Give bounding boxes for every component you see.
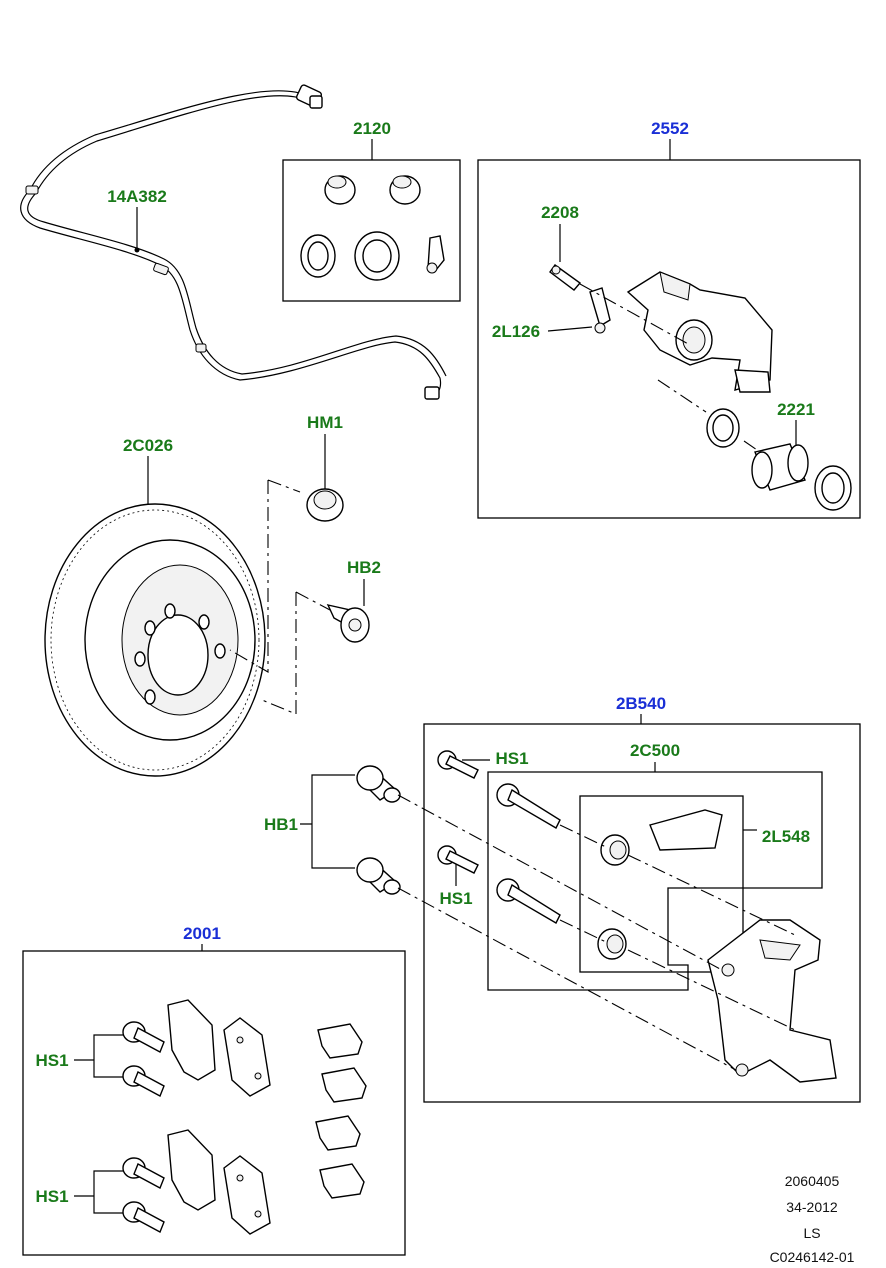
caliper-housing[interactable] (626, 271, 773, 393)
guide-pin-lower[interactable] (496, 878, 561, 924)
pad-bolt-3[interactable] (122, 1157, 165, 1189)
disc-retaining-screw[interactable] (326, 604, 370, 643)
brake-pad-4[interactable] (223, 1155, 271, 1235)
pad-clip-1[interactable] (317, 1023, 363, 1059)
hub-nut[interactable] (306, 488, 344, 522)
label-hb1: HB1 (264, 815, 298, 834)
piston[interactable] (751, 443, 809, 491)
label-hm1: HM1 (307, 413, 343, 432)
label-guide-kit: 2C500 (630, 741, 680, 760)
label-seal-kit: 2120 (353, 119, 391, 138)
caliper-box (477, 159, 861, 519)
bleed-cap[interactable] (589, 287, 611, 334)
seal-kit-box (282, 159, 461, 302)
pad-clip-4[interactable] (319, 1163, 365, 1199)
bleed-screw[interactable] (549, 264, 582, 291)
pad-kit-box (22, 950, 406, 1256)
label-hs1-kit-bottom: HS1 (35, 1187, 68, 1206)
seal-kit-parts[interactable] (300, 175, 445, 281)
label-piston: 2221 (777, 400, 815, 419)
brake-pad-1[interactable] (167, 999, 216, 1081)
carrier-bolt-upper[interactable] (356, 765, 401, 803)
guide-boot-upper[interactable] (600, 834, 630, 866)
brake-wear-sensor[interactable] (20, 84, 447, 400)
label-hs1-mid: HS1 (439, 889, 472, 908)
ref-line-2: 34-2012 (786, 1199, 838, 1215)
carrier-box (423, 723, 861, 1103)
label-bleed-screw: 2208 (541, 203, 579, 222)
brake-pad-2[interactable] (223, 1017, 271, 1097)
label-pad-kit: 2001 (183, 924, 221, 943)
label-caliper: 2552 (651, 119, 689, 138)
pad-clip-3[interactable] (315, 1115, 361, 1151)
piston-seal[interactable] (814, 465, 852, 511)
label-hs1-kit-top: HS1 (35, 1051, 68, 1070)
guide-pin-upper[interactable] (496, 783, 561, 829)
ref-line-1: 2060405 (785, 1173, 840, 1189)
pad-clip-2[interactable] (321, 1067, 367, 1103)
label-grease: 2L548 (762, 827, 810, 846)
label-hb2: HB2 (347, 558, 381, 577)
guide-boot-lower[interactable] (597, 928, 627, 960)
caliper-carrier[interactable] (707, 919, 837, 1083)
guide-kit-box (487, 771, 823, 991)
pad-bolt-1[interactable] (122, 1021, 165, 1053)
guide-bolt-upper[interactable] (437, 750, 479, 779)
grease-box (579, 795, 744, 973)
guide-bolt-lower[interactable] (437, 845, 479, 874)
label-sensor: 14A382 (107, 187, 167, 206)
label-disc: 2C026 (123, 436, 173, 455)
caliper-seal[interactable] (706, 408, 740, 448)
pad-bolt-2[interactable] (122, 1065, 165, 1097)
ref-line-4: C0246142-01 (770, 1249, 855, 1265)
label-hs1-top: HS1 (495, 749, 528, 768)
ref-line-3: LS (803, 1225, 820, 1241)
pad-bolt-4[interactable] (122, 1201, 165, 1233)
brake-pad-3[interactable] (167, 1129, 216, 1211)
label-bleed-cap: 2L126 (492, 322, 540, 341)
grease-sachet[interactable] (649, 809, 723, 851)
brake-disc[interactable] (44, 503, 266, 777)
carrier-bolt-lower[interactable] (356, 857, 401, 895)
label-carrier: 2B540 (616, 694, 666, 713)
